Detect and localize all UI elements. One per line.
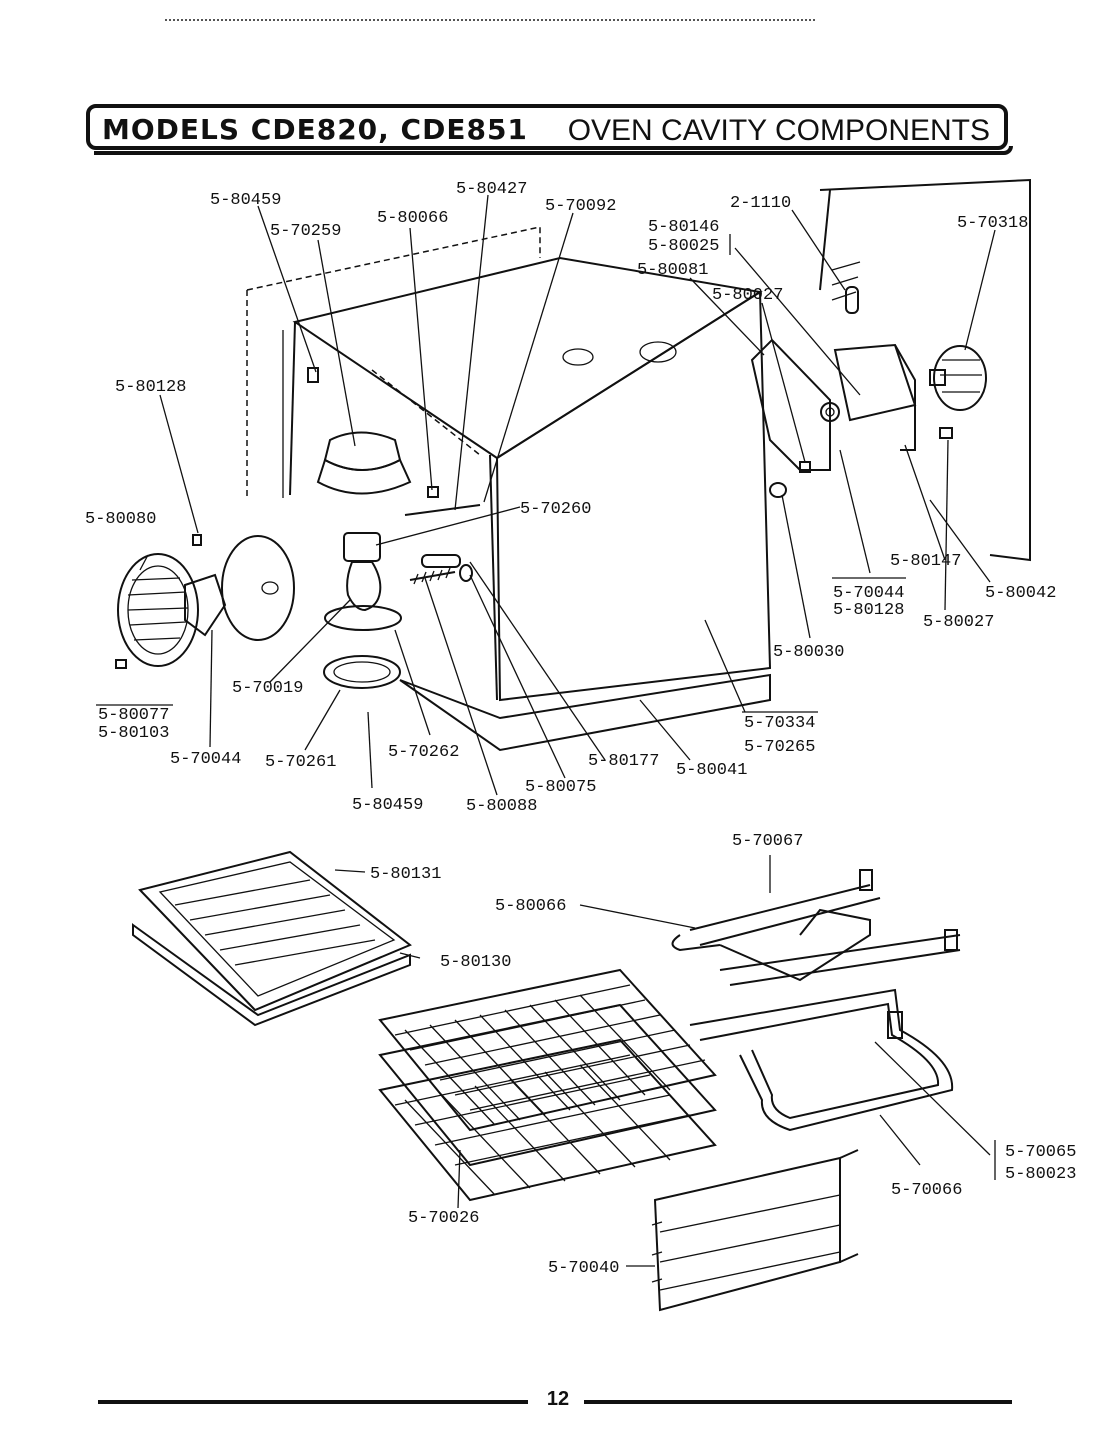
models-title: MODELS CDE820, CDE851 — [102, 113, 528, 146]
page-number: 12 — [546, 1388, 570, 1410]
callout-label: 5-80459 — [352, 796, 423, 815]
callout-label: 5-80128 — [833, 601, 904, 620]
callout-label: 5-70066 — [891, 1181, 962, 1200]
callout-label: 5-80027 — [923, 613, 994, 632]
callout-label: 5-80080 — [85, 510, 156, 529]
callout-label: 5-70260 — [520, 500, 591, 519]
callout-label: 2-1110 — [730, 194, 791, 213]
callout-label: 5-80130 — [440, 953, 511, 972]
callout-label: 5-80075 — [525, 778, 596, 797]
section-title: OVEN CAVITY COMPONENTS — [567, 114, 990, 147]
callout-label: 5-70040 — [548, 1259, 619, 1278]
callout-label: 5-80131 — [370, 865, 441, 884]
callout-label: 5-80027 — [712, 286, 783, 305]
callout-label: 5-70044 — [170, 750, 241, 769]
callout-label: 5-80030 — [773, 643, 844, 662]
callout-label: 5-70044 — [833, 584, 904, 603]
callout-label: 5-70318 — [957, 214, 1028, 233]
callout-labels: 5-80459 5-70259 5-80066 5-80427 5-70092 … — [85, 180, 1076, 1278]
oven-cavity-drawing — [246, 226, 772, 752]
scan-artifact-line — [165, 19, 815, 21]
heating-elements-drawing — [671, 869, 961, 1132]
callout-label: 5-70334 — [744, 714, 815, 733]
convection-motor-drawing — [750, 178, 1031, 562]
callout-label: 5-80147 — [890, 552, 961, 571]
callout-label: 5-70019 — [232, 679, 303, 698]
callout-label: 5-70067 — [732, 832, 803, 851]
callout-label: 5-70259 — [270, 222, 341, 241]
callout-label: 5-80128 — [115, 378, 186, 397]
callout-label: 5-80042 — [985, 584, 1056, 603]
callout-label: 5-70065 — [1005, 1143, 1076, 1162]
oven-racks-drawing — [378, 968, 717, 1202]
callout-label: 5-80041 — [676, 761, 747, 780]
callout-label: 5-80077 — [98, 706, 169, 725]
footer-rule-left — [98, 1400, 528, 1404]
broil-pan-drawing — [132, 850, 412, 1027]
callout-label: 5-80023 — [1005, 1165, 1076, 1184]
callout-label: 5-80427 — [456, 180, 527, 199]
callout-label: 5-80103 — [98, 724, 169, 743]
callout-label: 5-70262 — [388, 743, 459, 762]
callout-label: 5-80081 — [637, 261, 708, 280]
callout-label: 5-80066 — [495, 897, 566, 916]
callout-label: 5-80088 — [466, 797, 537, 816]
callout-label: 5-70026 — [408, 1209, 479, 1228]
callout-label: 5-70261 — [265, 753, 336, 772]
leader-lines — [96, 194, 996, 1267]
callout-label: 5-80025 — [648, 237, 719, 256]
footer-rule-right — [584, 1400, 1012, 1404]
callout-label: 5-70092 — [545, 197, 616, 216]
rack-guide-drawing — [651, 1149, 859, 1312]
callout-label: 5-70265 — [744, 738, 815, 757]
light-assembly-drawing — [115, 431, 481, 689]
callout-label: 5-80459 — [210, 191, 281, 210]
callout-label: 5-80146 — [648, 218, 719, 237]
title-banner: MODELS CDE820, CDE851 OVEN CAVITY COMPON… — [86, 104, 1013, 155]
callout-label: 5-80066 — [377, 209, 448, 228]
callout-label: 5-80177 — [588, 752, 659, 771]
